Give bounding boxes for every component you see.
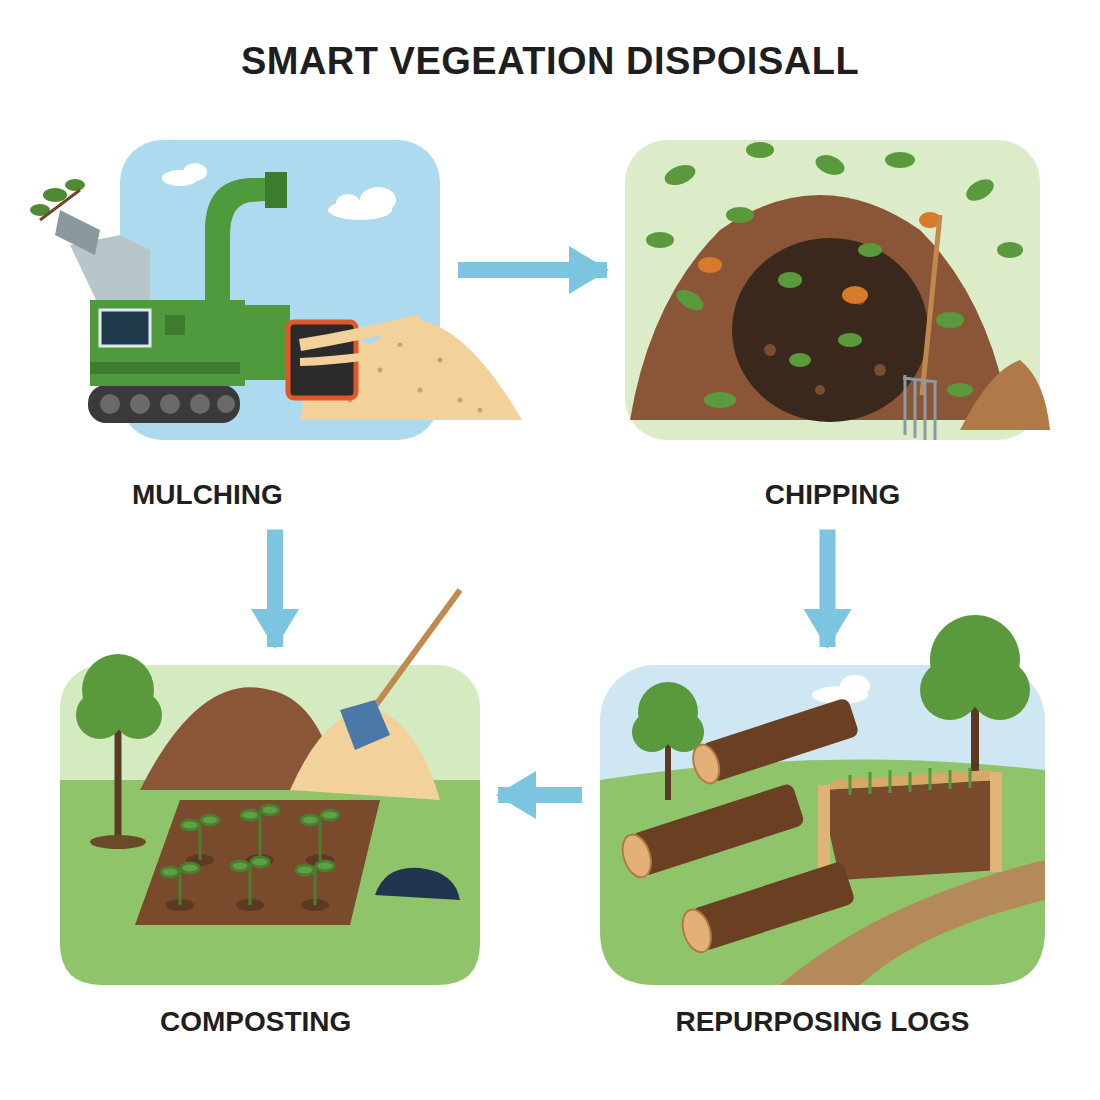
chipping-panel [625,140,1050,440]
process-panel: CHIPPING [625,140,1040,512]
flow-arrow [267,530,283,647]
flow-arrow [458,262,607,278]
process-panel: REPURPOSING LOGS [600,665,1045,1039]
flow-arrow [498,787,582,803]
repurposing-panel [600,615,1045,985]
step-label: MULCHING [120,478,440,512]
diagram-title: SMART VEGEATION DISPOISALL [0,40,1100,83]
composting-panel [60,590,480,985]
step-label: REPURPOSING LOGS [600,1005,1045,1039]
flow-arrow [820,530,836,647]
step-label: CHIPPING [625,478,1040,512]
process-panel: COMPOSTING [60,665,480,1039]
mulching-panel [30,140,522,440]
step-label: COMPOSTING [60,1005,480,1039]
process-panel: MULCHING [120,140,440,512]
